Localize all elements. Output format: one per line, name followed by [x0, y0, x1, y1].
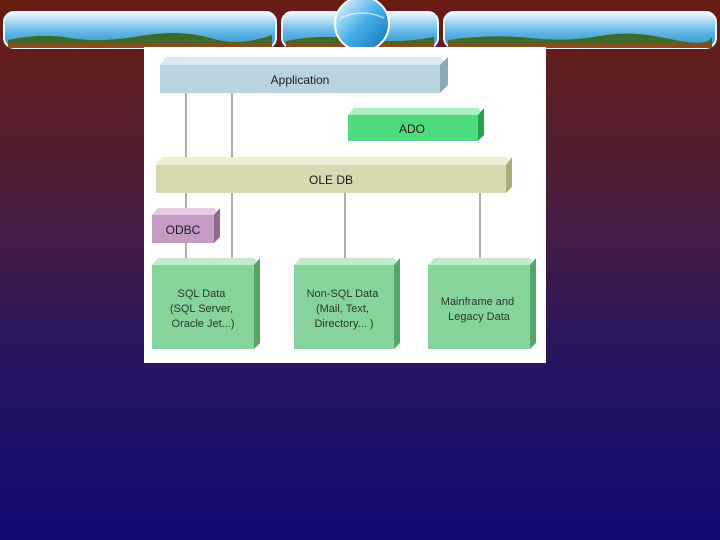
nonsql-data-line-3: Directory... ) [314, 318, 373, 330]
application-box: Application [160, 57, 448, 93]
ado-label: ADO [399, 122, 425, 136]
odbc-box: ODBC [152, 208, 220, 243]
globe-icon [334, 0, 390, 52]
sql-data-line-1: SQL Data [178, 288, 227, 300]
architecture-diagram: Application ADO OLE DB ODBC [152, 57, 536, 349]
sql-data-text: SQL Data (SQL Server, Oracle Jet...) [170, 288, 236, 330]
nonsql-data-line-2: (Mail, Text, [316, 303, 369, 315]
oledb-label: OLE DB [309, 173, 353, 187]
odbc-label: ODBC [166, 223, 201, 237]
banner-panel-left [3, 11, 277, 49]
application-label: Application [271, 73, 330, 87]
nonsql-data-line-1: Non-SQL Data [307, 288, 380, 300]
mainframe-data-line-2: Legacy Data [448, 311, 511, 323]
header-banner [3, 0, 717, 52]
banner-panel-right [443, 11, 717, 49]
oledb-box: OLE DB [156, 157, 512, 193]
mainframe-data-text: Mainframe and Legacy Data [441, 296, 517, 323]
sql-data-box: SQL Data (SQL Server, Oracle Jet...) [152, 258, 260, 349]
connector-lines [185, 93, 481, 258]
mainframe-data-box: Mainframe and Legacy Data [428, 258, 536, 349]
sql-data-line-3: Oracle Jet...) [172, 318, 235, 330]
ado-box: ADO [348, 108, 484, 141]
nonsql-data-text: Non-SQL Data (Mail, Text, Directory... ) [307, 288, 382, 330]
sql-data-line-2: (SQL Server, [170, 303, 233, 315]
nonsql-data-box: Non-SQL Data (Mail, Text, Directory... ) [294, 258, 400, 349]
diagram-panel: Application ADO OLE DB ODBC [144, 47, 546, 363]
mainframe-data-line-1: Mainframe and [441, 296, 514, 308]
